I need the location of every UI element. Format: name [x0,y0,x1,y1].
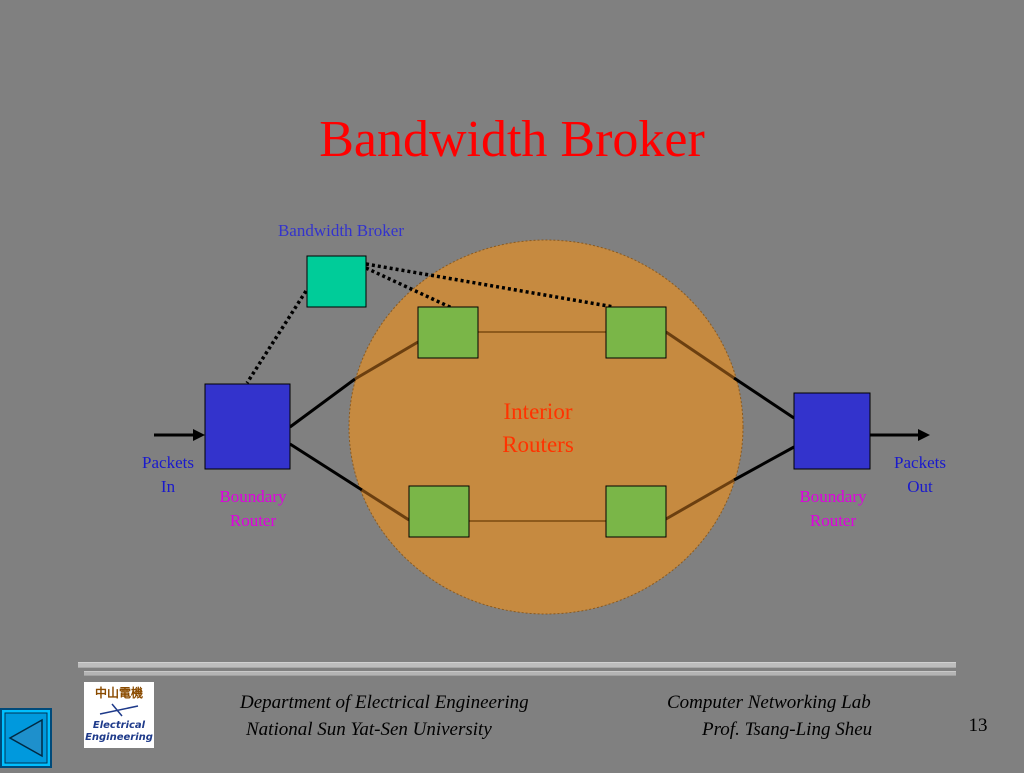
footer-divider-top [78,662,956,668]
boundary-left-line1: Boundary [219,487,287,506]
link-left-top-inner [354,340,419,381]
interior-router-top-right [605,306,667,359]
interior-router-top-left [417,306,479,359]
packets-in-line2: In [160,477,176,496]
slide-title: Bandwidth Broker [319,111,705,168]
link-right-bottom-inner [665,478,735,521]
packets-in-arrowhead [193,429,205,441]
logo-line1: Electrical [92,720,146,731]
logo-line2: Engineering [85,732,153,743]
previous-slide-arrow-icon[interactable] [0,708,52,768]
link-left-bottom-inner [361,488,410,522]
bandwidth-broker-box [306,255,367,308]
bandwidth-broker-label: Bandwidth Broker [277,221,405,240]
link-left-bottom-outer [289,442,363,492]
footer-department: Department of Electrical Engineering [240,692,529,713]
footer-lab: Computer Networking Lab [667,692,871,713]
boundary-router-right [793,392,871,470]
boundary-router-right-label: Boundary Router [780,485,886,533]
packets-out-line1: Packets [894,453,946,472]
department-logo: 中山電機 Electrical Engineering [84,682,154,748]
interior-router-bottom-left [408,485,470,538]
broker-link-boundary [245,290,308,384]
footer-university: National Sun Yat-Sen University [246,719,492,740]
interior-routers-label: Interior Routers [470,395,606,461]
interior-router-bottom-right [605,485,667,538]
interior-label-line1: Interior [503,399,573,424]
footer-divider-bottom [84,671,956,676]
packets-out-arrowhead [918,429,930,441]
link-left-top-outer [289,377,356,429]
packets-in-line1: Packets [142,453,194,472]
packets-in-label: Packets In [128,451,208,499]
boundary-router-left-label: Boundary Router [200,485,306,533]
logo-chinese-text: 中山電機 [94,686,143,700]
footer-professor: Prof. Tsang-Ling Sheu [702,719,873,740]
interior-label-line2: Routers [502,432,574,457]
packets-out-line2: Out [907,477,933,496]
boundary-left-line2: Router [229,511,277,530]
boundary-router-left [204,383,291,470]
page-number: 13 [968,715,988,736]
logo-emblem [99,703,139,717]
link-right-top-inner [665,330,735,380]
packets-out-label: Packets Out [880,451,960,499]
boundary-right-line1: Boundary [799,487,867,506]
link-right-top-outer [733,376,795,420]
broker-link-interior-left [365,266,453,310]
link-right-bottom-outer [733,445,795,482]
boundary-right-line2: Router [809,511,857,530]
